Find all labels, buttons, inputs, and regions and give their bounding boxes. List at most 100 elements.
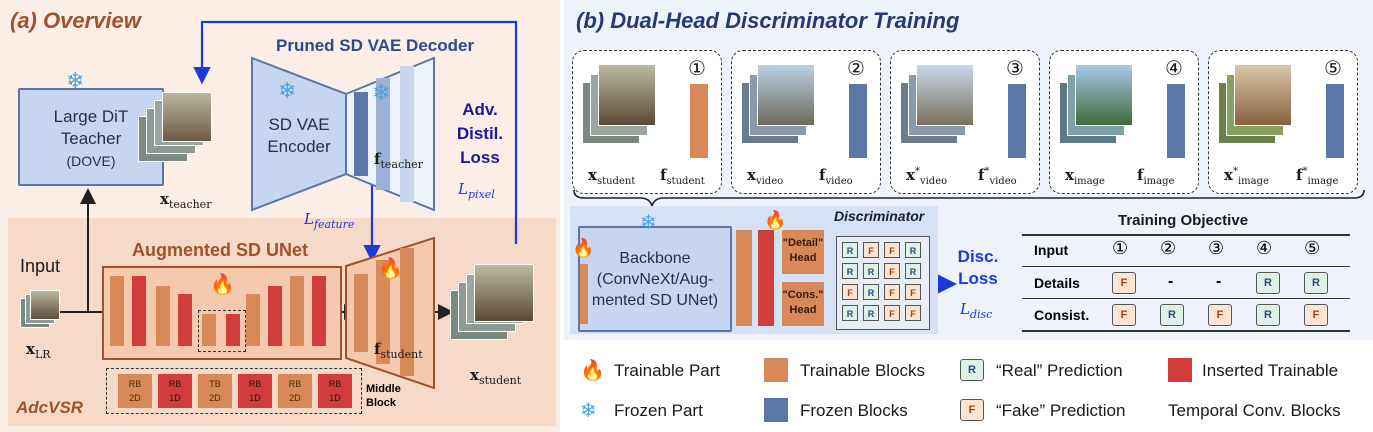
pruned-decoder-title: Pruned SD VAE Decoder (276, 36, 475, 55)
panel-a-title: (a) Overview (10, 8, 141, 33)
sample-x-label-1: xstudent (588, 166, 636, 187)
l-pixel-label: Lpixel (458, 180, 495, 201)
objective-rule (1022, 298, 1350, 299)
objective-rule-top (1022, 234, 1350, 236)
legend-trainable-swatch (764, 358, 788, 382)
sample-feature-bar-4 (1167, 84, 1185, 158)
grid-cell: R (863, 263, 879, 279)
legend-real-prediction: “Real” Prediction (996, 361, 1123, 380)
backbone-box: Backbone (ConvNeXt/Aug- mented SD UNet) (578, 226, 732, 332)
legend-fake-prediction: “Fake” Prediction (996, 401, 1126, 420)
grid-cell: F (905, 305, 921, 321)
sample-x-label-5: x*image (1224, 166, 1269, 187)
sample-number-5: ⑤ (1324, 56, 1342, 80)
grid-cell: F (863, 242, 879, 258)
grid-cell: F (905, 284, 921, 300)
objective-cell: R (1304, 272, 1328, 294)
sample-f-label-4: fimage (1137, 166, 1175, 187)
teacher-line2: Teacher (60, 129, 122, 148)
unet-block (110, 276, 124, 346)
sample-frames-2 (741, 60, 821, 150)
sample-frames-5 (1218, 60, 1298, 150)
middle-blocks-row (106, 368, 362, 414)
disc-loss-label: Disc. Loss (957, 247, 999, 288)
l-feature-label: Lfeature (304, 210, 355, 231)
backbone-trainable-bar (580, 264, 588, 324)
adcvsr-label: AdcVSR (16, 398, 84, 417)
sample-feature-bar-5 (1326, 84, 1344, 158)
unet-title: Augmented SD UNet (132, 240, 309, 260)
grid-cell: R (863, 305, 879, 321)
snowflake-icon: ❄ (580, 400, 597, 422)
objective-col-5: ⑤ (1304, 238, 1321, 259)
grid-cell: R (863, 284, 879, 300)
sample-number-2: ② (847, 56, 865, 80)
x-teacher-frames (138, 92, 218, 192)
objective-col-3: ③ (1208, 238, 1225, 259)
sample-x-label-2: xvideo (747, 166, 784, 187)
disc-trainable-block (736, 230, 752, 326)
objective-row-label: Consist. (1034, 307, 1090, 323)
x-teacher-label: xteacher (160, 190, 212, 211)
objective-col-4: ④ (1256, 238, 1273, 259)
snowflake-icon: ❄ (278, 78, 297, 103)
objective-col-2: ② (1160, 238, 1177, 259)
input-lr-frames (20, 290, 60, 330)
legend-temporal-conv: Temporal Conv. Blocks (1168, 401, 1341, 420)
unet-inserted-block (268, 286, 282, 346)
flame-icon: 🔥 (764, 210, 787, 230)
sample-frames-3 (900, 60, 980, 150)
snowflake-icon: ❄ (372, 80, 391, 105)
legend-frozen-blocks: Frozen Blocks (800, 401, 908, 420)
legend-inserted-trainable: Inserted Trainable (1202, 361, 1339, 380)
grid-cell: R (842, 242, 858, 258)
objective-cell-empty: - (1168, 273, 1174, 290)
objective-cell: R (1160, 304, 1184, 326)
sample-x-label-3: x*video (906, 166, 948, 187)
cons-head: "Cons." Head (782, 282, 824, 326)
x-lr-label: xLR (26, 340, 51, 361)
unet-block (202, 314, 216, 346)
legend-inserted-swatch (1168, 358, 1192, 382)
legend-real-swatch: R (960, 359, 984, 381)
objective-cell-empty: - (1216, 273, 1222, 290)
grid-cell: F (884, 242, 900, 258)
detail-head: "Detail" Head (782, 230, 824, 274)
objective-cell: R (1256, 272, 1280, 294)
backbone-line1: Backbone (619, 250, 691, 267)
snowflake-icon: ❄ (66, 68, 85, 93)
objective-rule (1022, 266, 1350, 267)
unet-inserted-block (178, 294, 192, 346)
disc-inserted-block (758, 230, 774, 326)
discriminator-label: Discriminator (834, 208, 925, 224)
x-student-label: xstudent (470, 366, 522, 387)
vae-encoder-label: SD VAE Encoder (267, 115, 331, 156)
unet-block (246, 294, 260, 346)
backbone-line3: mented SD UNet) (591, 292, 719, 309)
legend-trainable-part: Trainable Part (614, 361, 721, 380)
objective-cell: F (1304, 304, 1328, 326)
snowflake-icon: ❄ (640, 212, 657, 234)
unet-block (290, 276, 304, 346)
objective-title: Training Objective (1118, 212, 1249, 229)
middle-block-label: Middle Block (366, 383, 401, 409)
grid-cell: R (842, 305, 858, 321)
sample-frames-1 (582, 60, 662, 150)
x-student-frames (450, 262, 540, 362)
objective-col-1: ① (1112, 238, 1129, 259)
sample-feature-bar-3 (1008, 84, 1026, 158)
objective-cell: F (1112, 272, 1136, 294)
panel-b-title: (b) Dual-Head Discriminator Training (576, 8, 960, 33)
teacher-line1: Large DiT (53, 107, 129, 126)
flame-icon: 🔥 (572, 238, 595, 258)
sample-number-4: ④ (1165, 56, 1183, 80)
f-student-label: fstudent (374, 340, 423, 361)
f-teacher-label: fteacher (374, 150, 423, 171)
unet-block (156, 286, 170, 346)
